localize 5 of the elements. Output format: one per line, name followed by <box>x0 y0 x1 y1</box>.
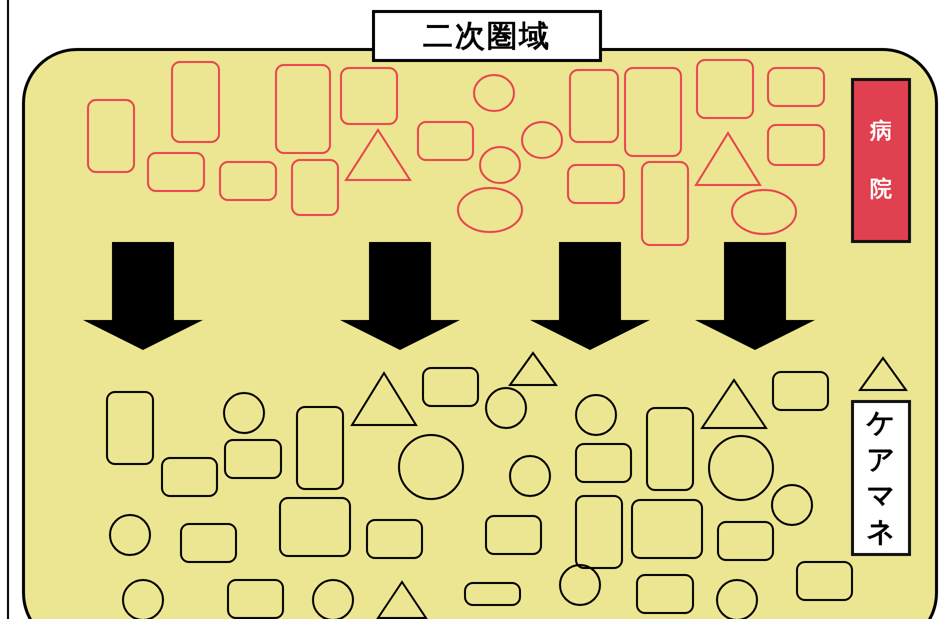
label-text: ケアマネ <box>866 405 896 550</box>
label-box <box>851 400 911 556</box>
label-text: 病院 <box>868 118 893 204</box>
label-box <box>851 78 911 243</box>
title-box: 二次圏域 <box>372 10 602 62</box>
